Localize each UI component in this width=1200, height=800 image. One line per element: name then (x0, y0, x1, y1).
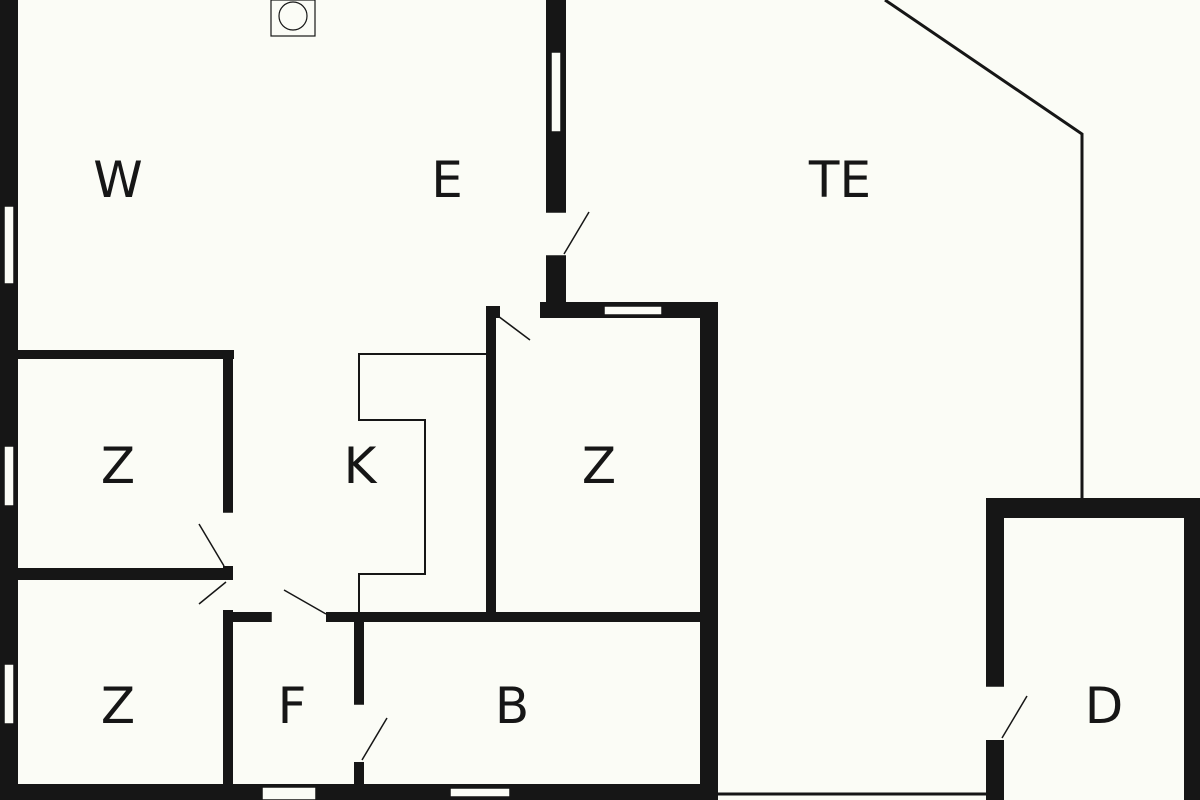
room-label-z-left-upper: Z (101, 437, 135, 495)
door-gap-z2 (223, 580, 233, 610)
wall-z1-bottom (18, 568, 233, 580)
room-label-w: W (93, 151, 142, 209)
window-w-left (3, 205, 15, 285)
wall-d-left-upper (986, 498, 1004, 686)
door-z1-leaf (198, 523, 225, 567)
door-center-z-leaf (497, 315, 531, 341)
room-label-b: B (495, 677, 529, 735)
room-label-e: E (431, 151, 463, 209)
wall-left-exterior (0, 0, 18, 800)
room-label-z-left-lower: Z (101, 677, 135, 735)
windows (3, 51, 663, 800)
room-label-d: D (1085, 677, 1124, 735)
window-z1-left (3, 445, 15, 507)
room-label-k: K (344, 437, 378, 495)
door-z2-leaf (198, 581, 227, 605)
door-gap-f-b (354, 704, 364, 762)
wall-f-top-left (223, 612, 271, 622)
room-label-z-center: Z (582, 437, 616, 495)
wall-z1-top (18, 350, 234, 359)
thin-lines (358, 0, 1084, 796)
wall-f-b-lower (354, 762, 364, 800)
wall-z2-right (223, 612, 233, 800)
door-f-top-leaf (283, 589, 327, 615)
door-gap-z1 (223, 512, 233, 566)
door-gap-e-te (546, 212, 566, 256)
doors (198, 211, 1028, 762)
window-f-bottom (261, 786, 317, 800)
interior-walls (18, 306, 718, 800)
door-gap-f-top (271, 612, 326, 622)
stove-icon (270, 0, 316, 37)
wall-center-z-left (486, 306, 496, 618)
door-e-te-leaf (563, 211, 590, 255)
te-outline (884, 0, 1084, 498)
wall-z1-right (223, 350, 233, 512)
window-center-z-top (603, 305, 663, 316)
wall-d-top (986, 498, 1200, 518)
wall-d-right (1184, 498, 1200, 800)
door-gap-d (986, 686, 1004, 740)
window-z2-left (3, 663, 15, 725)
wall-d-left-lower (986, 740, 1004, 800)
wall-f-b-upper (354, 618, 364, 704)
kitchen-counter (358, 353, 486, 612)
wall-f-top-right (326, 612, 362, 622)
window-e-te (550, 51, 562, 133)
wall-center-right (700, 302, 718, 800)
door-gap-center-z (500, 304, 540, 318)
room-labels: W E TE Z K Z Z F B D (93, 151, 1123, 735)
door-d-leaf (1001, 695, 1028, 739)
room-label-f: F (278, 677, 307, 735)
door-f-b-leaf (361, 717, 388, 761)
window-b-bottom (449, 787, 511, 798)
wall-b-top (354, 612, 718, 622)
room-label-te: TE (808, 151, 871, 209)
